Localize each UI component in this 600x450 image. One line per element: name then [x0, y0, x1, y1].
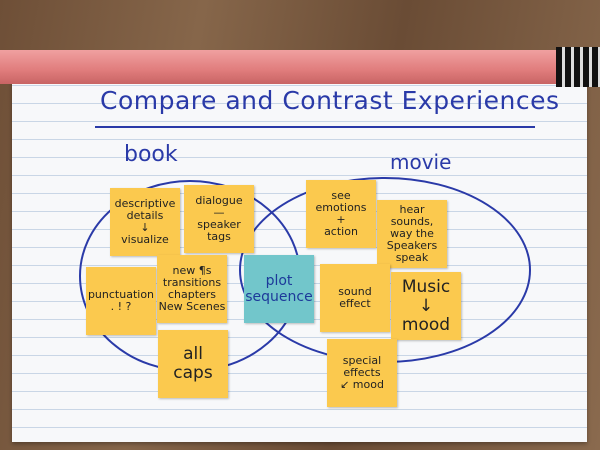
- pencil: [0, 50, 560, 84]
- note-line: way the: [390, 227, 434, 240]
- note-line: descriptive: [114, 197, 176, 210]
- note-line: sound: [338, 285, 372, 298]
- note-line: caps: [173, 363, 213, 383]
- sticky-note-music: Music↓mood: [391, 272, 461, 340]
- note-line: +: [336, 213, 346, 226]
- note-line: action: [324, 225, 358, 238]
- note-line: speak: [395, 251, 429, 264]
- note-line: all: [183, 344, 203, 364]
- note-line: plot: [265, 273, 293, 289]
- note-line: special: [342, 354, 382, 367]
- note-line: see: [331, 189, 351, 202]
- note-line: dialogue: [195, 194, 243, 207]
- note-line: new ¶s: [172, 264, 212, 277]
- note-line: punctuation: [87, 288, 155, 301]
- note-line: emotions: [315, 201, 367, 214]
- label-book: book: [124, 142, 178, 167]
- note-line: ↓: [140, 221, 150, 234]
- note-line: New Scenes: [158, 300, 226, 313]
- pencil-ferrule: [556, 47, 600, 87]
- note-line: —: [213, 206, 225, 219]
- note-line: ↓: [418, 295, 434, 316]
- note-line: sounds,: [390, 215, 434, 228]
- note-line: sequence: [245, 289, 313, 305]
- note-line: transitions: [162, 276, 222, 289]
- chart-title: Compare and Contrast Experiences: [100, 86, 560, 115]
- title-underline: [95, 126, 535, 128]
- note-line: effect: [339, 297, 371, 310]
- note-line: hear: [399, 203, 425, 216]
- note-line: Speakers: [386, 239, 438, 252]
- note-line: speaker: [197, 218, 241, 231]
- note-line: tags: [207, 230, 231, 243]
- note-line: details: [126, 209, 164, 222]
- note-line: Music: [401, 276, 451, 297]
- note-line: effects: [343, 366, 381, 379]
- note-line: mood: [401, 314, 451, 335]
- note-line: . ! ?: [110, 300, 132, 313]
- label-movie: movie: [390, 150, 452, 174]
- note-line: chapters: [167, 288, 217, 301]
- note-line: visualize: [121, 233, 169, 246]
- note-line: ↙ mood: [340, 378, 384, 391]
- sticky-note-punctuation: punctuation. ! ?: [86, 267, 156, 335]
